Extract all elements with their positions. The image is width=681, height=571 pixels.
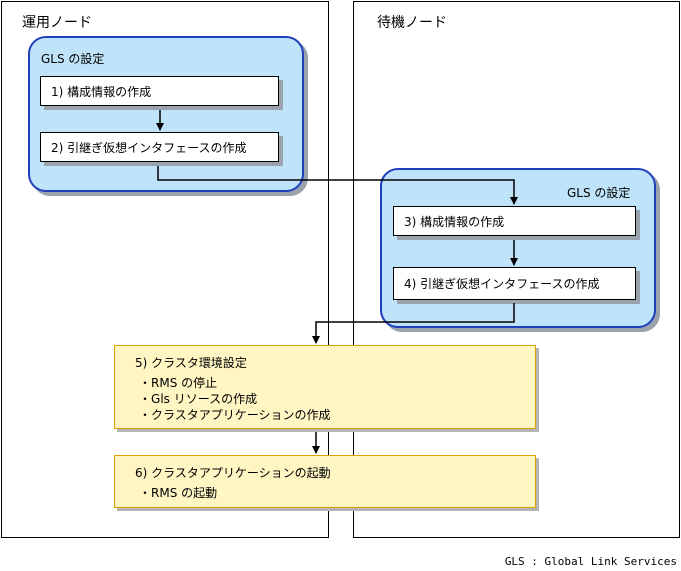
standby-node-title: 待機ノード — [377, 15, 447, 31]
phase-5-title: 5) クラスタ環境設定 — [135, 356, 247, 370]
step-2-create-virtual-interface: 2) 引継ぎ仮想インタフェースの作成 — [40, 132, 279, 162]
step-3-label: 3) 構成情報の作成 — [404, 214, 505, 229]
phase-5-task-create-cluster-app: クラスタアプリケーションの作成 — [151, 407, 331, 423]
arrow-step4-to-phase5 — [312, 303, 515, 344]
phase-6-task-list: RMS の起動 — [151, 485, 217, 501]
gls-settings-group-standby — [380, 168, 656, 328]
arrow-step2-to-step3 — [157, 166, 518, 205]
phase-5-cluster-setup: 5) クラスタ環境設定 RMS の停止 Gls リソースの作成 クラスタアプリケ… — [114, 345, 536, 429]
gls-abbreviation-note: GLS : Global Link Services — [504, 555, 677, 568]
gls-settings-group-active — [28, 36, 304, 192]
phase-6-task-start-rms: RMS の起動 — [151, 485, 217, 501]
gls-settings-label-standby: GLS の設定 — [567, 186, 631, 200]
step-3-create-config: 3) 構成情報の作成 — [393, 206, 636, 236]
active-node-title: 運用ノード — [22, 15, 92, 31]
phase-5-task-stop-rms: RMS の停止 — [151, 375, 331, 391]
step-4-label: 4) 引継ぎ仮想インタフェースの作成 — [404, 277, 600, 291]
step-4-create-virtual-interface: 4) 引継ぎ仮想インタフェースの作成 — [393, 267, 636, 300]
phase-5-task-create-gls-resource: Gls リソースの作成 — [151, 391, 331, 407]
phase-5-task-list: RMS の停止 Gls リソースの作成 クラスタアプリケーションの作成 — [151, 375, 331, 423]
phase-6-title: 6) クラスタアプリケーションの起動 — [135, 466, 331, 480]
step-2-label: 2) 引継ぎ仮想インタフェースの作成 — [51, 140, 247, 155]
step-1-label: 1) 構成情報の作成 — [51, 84, 152, 99]
phase-6-start-cluster-app: 6) クラスタアプリケーションの起動 RMS の起動 — [114, 455, 536, 508]
step-1-create-config: 1) 構成情報の作成 — [40, 76, 279, 106]
gls-settings-label-active: GLS の設定 — [41, 52, 105, 66]
